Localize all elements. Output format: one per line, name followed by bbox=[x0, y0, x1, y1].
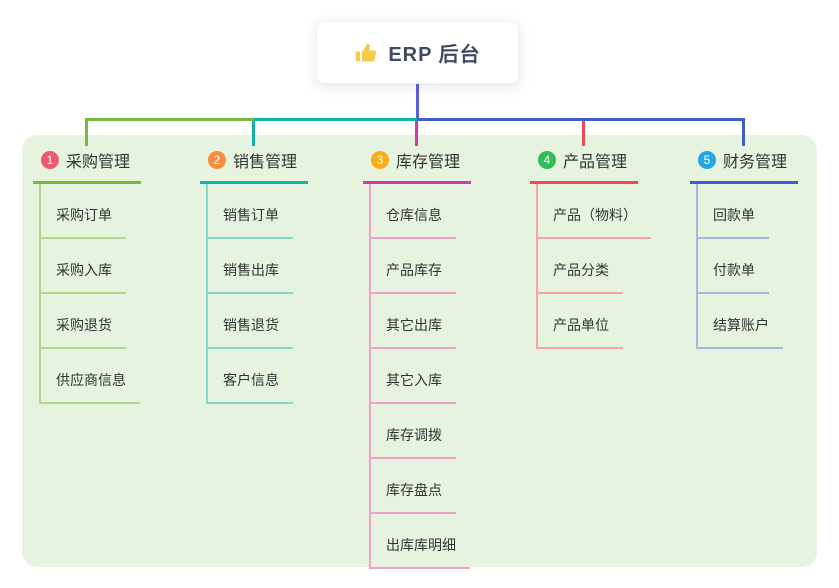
child-node[interactable]: 采购退货 bbox=[41, 294, 126, 349]
child-node[interactable]: 产品单位 bbox=[538, 294, 623, 349]
child-node[interactable]: 产品分类 bbox=[538, 239, 623, 294]
branch-children-list: 回款单付款单结算账户 bbox=[696, 184, 798, 349]
branch-connector-line bbox=[582, 118, 585, 146]
branch-node[interactable]: 4 产品管理 bbox=[530, 148, 638, 184]
branches-band: 1 采购管理 采购订单采购入库采购退货供应商信息 2 销售管理 销售订单销售出库… bbox=[22, 135, 817, 569]
child-node[interactable]: 采购订单 bbox=[41, 184, 126, 239]
child-node[interactable]: 出库库明细 bbox=[371, 514, 470, 569]
branch-node[interactable]: 2 销售管理 bbox=[200, 148, 308, 184]
child-node[interactable]: 采购入库 bbox=[41, 239, 126, 294]
root-node[interactable]: ERP 后台 bbox=[316, 21, 519, 84]
child-node[interactable]: 回款单 bbox=[698, 184, 769, 239]
child-node[interactable]: 其它出库 bbox=[371, 294, 456, 349]
child-node[interactable]: 产品（物料） bbox=[538, 184, 651, 239]
child-node[interactable]: 销售订单 bbox=[208, 184, 293, 239]
branch-1: 1 采购管理 采购订单采购入库采购退货供应商信息 bbox=[33, 148, 141, 404]
branch-label: 财务管理 bbox=[723, 154, 788, 171]
branch-connector-line bbox=[415, 118, 418, 146]
branch-connector-line bbox=[252, 118, 255, 146]
child-node[interactable]: 仓库信息 bbox=[371, 184, 456, 239]
thumbs-up-icon bbox=[354, 41, 378, 65]
branch-5: 5 财务管理 回款单付款单结算账户 bbox=[690, 148, 798, 349]
branch-3: 3 库存管理 仓库信息产品库存其它出库其它入库库存调拨库存盘点出库库明细 bbox=[363, 148, 471, 569]
child-node[interactable]: 库存盘点 bbox=[371, 459, 456, 514]
connector-horizontal-line bbox=[85, 118, 254, 121]
branch-connector-line bbox=[85, 118, 88, 146]
branch-children-list: 销售订单销售出库销售退货客户信息 bbox=[206, 184, 308, 404]
child-node[interactable]: 结算账户 bbox=[698, 294, 783, 349]
child-node[interactable]: 产品库存 bbox=[371, 239, 456, 294]
child-node[interactable]: 销售退货 bbox=[208, 294, 293, 349]
branch-number-badge: 3 bbox=[371, 151, 389, 169]
child-node[interactable]: 库存调拨 bbox=[371, 404, 456, 459]
child-node[interactable]: 供应商信息 bbox=[41, 349, 140, 404]
branch-label: 销售管理 bbox=[233, 154, 298, 171]
branch-label: 采购管理 bbox=[66, 154, 131, 171]
branch-number-badge: 1 bbox=[41, 151, 59, 169]
root-title: ERP 后台 bbox=[388, 44, 481, 66]
branch-label: 产品管理 bbox=[563, 154, 628, 171]
branch-children-list: 仓库信息产品库存其它出库其它入库库存调拨库存盘点出库库明细 bbox=[369, 184, 471, 569]
branch-children-list: 产品（物料）产品分类产品单位 bbox=[536, 184, 651, 349]
branch-number-badge: 4 bbox=[538, 151, 556, 169]
child-node[interactable]: 其它入库 bbox=[371, 349, 456, 404]
root-connector-line bbox=[416, 84, 419, 120]
connector-horizontal-line bbox=[254, 118, 418, 121]
connector-horizontal-line bbox=[417, 118, 744, 121]
branch-2: 2 销售管理 销售订单销售出库销售退货客户信息 bbox=[200, 148, 308, 404]
child-node[interactable]: 客户信息 bbox=[208, 349, 293, 404]
branch-4: 4 产品管理 产品（物料）产品分类产品单位 bbox=[530, 148, 651, 349]
branch-label: 库存管理 bbox=[396, 154, 461, 171]
child-node[interactable]: 付款单 bbox=[698, 239, 769, 294]
child-node[interactable]: 销售出库 bbox=[208, 239, 293, 294]
branch-number-badge: 5 bbox=[698, 151, 716, 169]
branch-node[interactable]: 5 财务管理 bbox=[690, 148, 798, 184]
branch-node[interactable]: 1 采购管理 bbox=[33, 148, 141, 184]
branch-connector-line bbox=[742, 118, 745, 146]
branch-children-list: 采购订单采购入库采购退货供应商信息 bbox=[39, 184, 141, 404]
branch-number-badge: 2 bbox=[208, 151, 226, 169]
branch-node[interactable]: 3 库存管理 bbox=[363, 148, 471, 184]
